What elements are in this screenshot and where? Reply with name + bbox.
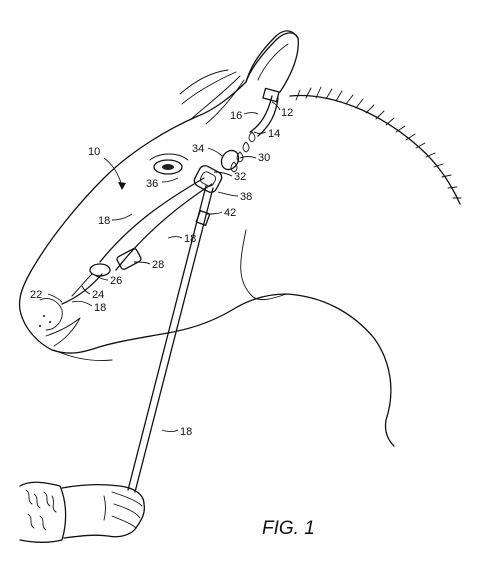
ref-36: 36 — [146, 178, 158, 190]
horse-chin — [53, 349, 113, 361]
rein-18-left — [127, 185, 207, 491]
ref-18-lower-cord: 18 — [184, 233, 196, 245]
horse-jaw-line — [240, 229, 287, 301]
ref-34: 34 — [192, 143, 204, 155]
ring-26 — [89, 263, 111, 277]
cheek-clip-28 — [116, 248, 142, 270]
ref-14: 14 — [268, 128, 280, 140]
leader-12 — [271, 101, 281, 111]
ring-34 — [220, 149, 240, 171]
cord-18-lower — [115, 183, 213, 271]
leader-30 — [239, 156, 257, 159]
ref-22: 22 — [30, 289, 42, 301]
ref-28: 28 — [152, 259, 164, 271]
crown-buckle — [262, 87, 280, 103]
leader-22 — [47, 293, 63, 303]
leader-18b — [167, 236, 183, 239]
leader-32 — [213, 171, 233, 177]
cuff-texture — [25, 489, 57, 531]
hand — [61, 484, 146, 539]
ring-connector-24 — [71, 273, 93, 297]
figure-caption: FIG. 1 — [262, 518, 315, 539]
horse-crest — [289, 94, 461, 205]
muzzle-dot — [49, 321, 51, 323]
ref-18-mouth-cord: 18 — [94, 302, 106, 314]
leader-18a — [111, 213, 133, 221]
muzzle-dot — [39, 325, 41, 327]
leader-38 — [217, 191, 239, 197]
ref-30: 30 — [258, 152, 270, 164]
pulley-inner — [199, 171, 217, 187]
leader-18d — [161, 429, 179, 432]
leader-14 — [253, 131, 267, 134]
rein-18-right — [134, 187, 214, 493]
ref-18-rein: 18 — [180, 426, 192, 438]
leader-18c — [71, 300, 93, 307]
horse-ear — [245, 32, 299, 93]
ref-10: 10 — [88, 146, 100, 158]
leader-10 — [103, 157, 123, 187]
leader-arrow-10 — [118, 182, 126, 190]
ref-42: 42 — [224, 207, 236, 219]
ref-24: 24 — [92, 289, 104, 301]
ref-18-upper-cord: 18 — [98, 215, 110, 227]
horse-eye-pupil — [162, 164, 174, 170]
pulley-block-32 — [193, 165, 223, 193]
horse-eye — [153, 159, 183, 175]
leader-42 — [205, 211, 223, 215]
muzzle-dot — [43, 315, 45, 317]
horse-brow — [149, 153, 189, 161]
leader-24 — [81, 285, 91, 295]
horse-nostril — [39, 298, 63, 331]
ref-32: 32 — [234, 171, 246, 183]
leader-34 — [207, 147, 223, 157]
ref-12: 12 — [281, 107, 293, 119]
cord-18-upper — [99, 177, 205, 263]
ref-38: 38 — [240, 191, 252, 203]
hand-fingers — [103, 491, 143, 529]
leader-26 — [95, 275, 109, 281]
horse-head-outline — [18, 30, 395, 447]
horse-forelock — [179, 69, 245, 125]
leader-36 — [161, 177, 179, 183]
ref-26: 26 — [110, 275, 122, 287]
sleeve-cuff — [19, 481, 67, 543]
horse-mane — [295, 86, 462, 199]
ref-16: 16 — [230, 110, 242, 122]
leader-28 — [133, 261, 151, 265]
leader-16 — [243, 112, 259, 115]
horse-ear-inner — [257, 43, 289, 81]
horse-mouth — [45, 317, 81, 347]
chain-link — [230, 131, 256, 173]
